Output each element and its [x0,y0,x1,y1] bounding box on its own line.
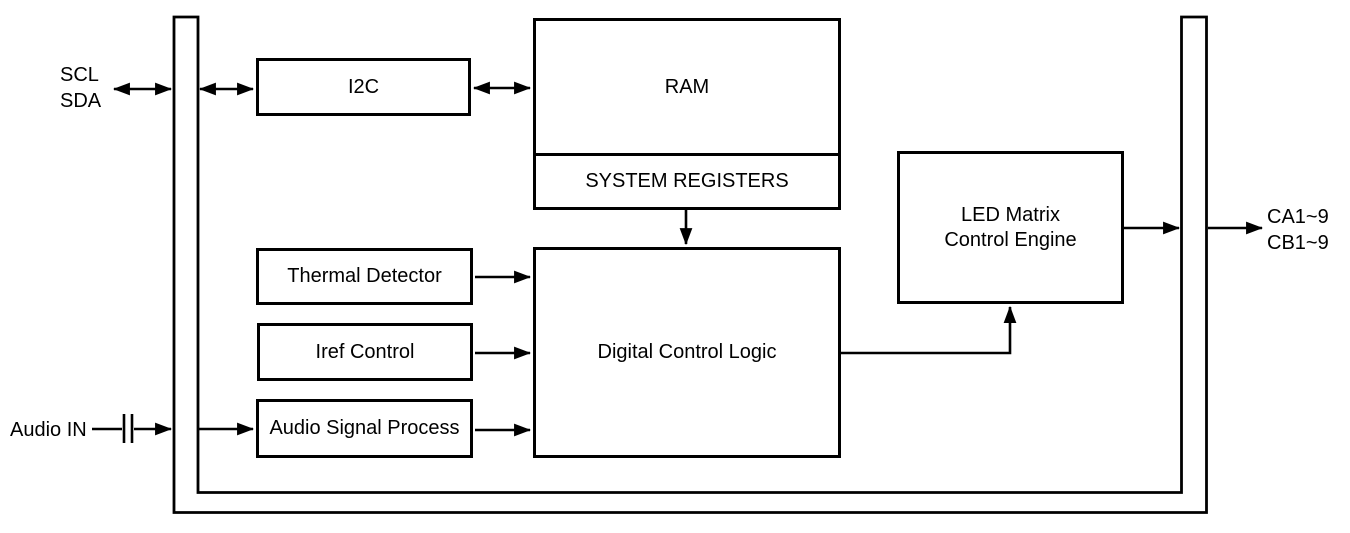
block-iref-control: Iref Control [257,323,473,381]
block-system-registers: SYSTEM REGISTERS [536,153,838,207]
block-ram-system-registers: RAM SYSTEM REGISTERS [533,18,841,210]
pin-label-ca-cb: CA1~9 CB1~9 [1267,204,1329,256]
pin-cb: CB1~9 [1267,232,1329,254]
led-matrix-label-line2: Control Engine [944,228,1077,251]
block-audio-signal-process: Audio Signal Process [256,399,473,458]
block-thermal-detector: Thermal Detector [256,248,473,305]
block-ram: RAM [664,75,710,98]
pin-scl: SCL [60,64,99,86]
block-digital-control-logic: Digital Control Logic [533,247,841,458]
pin-ca: CA1~9 [1267,206,1329,228]
led-matrix-label-line1: LED Matrix [961,203,1060,226]
chip-boundary-rail [172,15,1208,514]
pin-label-scl-sda: SCL SDA [60,62,101,114]
block-i2c: I2C [256,58,471,116]
pin-audio-in: Audio IN [10,419,87,441]
block-led-matrix-control-engine: LED Matrix Control Engine [897,151,1124,304]
arrow-dcl-ledmatrix [841,305,1017,355]
pin-sda: SDA [60,90,102,112]
